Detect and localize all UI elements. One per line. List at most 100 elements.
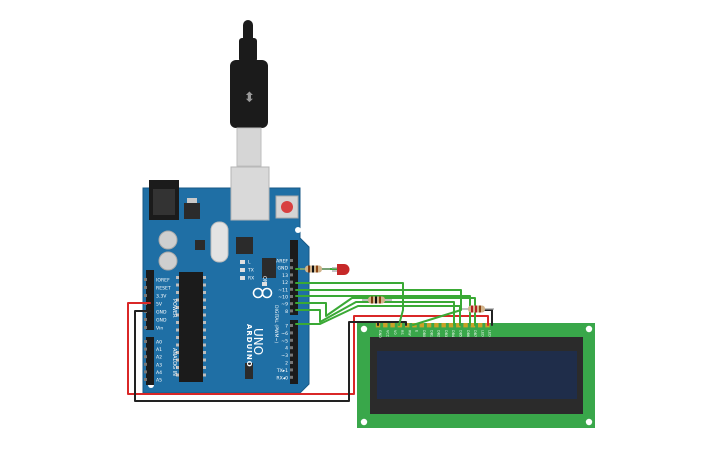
lcd-pin-label: LED xyxy=(488,330,492,337)
usb-cable-boot xyxy=(239,38,257,62)
status-led xyxy=(240,260,245,264)
led-resistor[interactable] xyxy=(300,265,330,273)
digital-pin-label: ~10 xyxy=(278,295,288,301)
digital-pin-label: 7 xyxy=(285,324,288,330)
lcd-screen xyxy=(377,351,577,399)
arduino-board[interactable]: ARDUINO UNO POWER ANALOG IN DIGITAL (PWM… xyxy=(142,166,310,394)
power-pin-label: IOREF xyxy=(156,278,170,284)
analog-pin-header xyxy=(146,337,154,385)
power-jack-shade xyxy=(153,189,175,215)
red-led[interactable] xyxy=(332,264,350,275)
digital-pin-label: AREF xyxy=(276,259,288,265)
board-pin-labels: IOREFRESET3.3V5VGNDGNDVinA0A1A2A3A4A5ARE… xyxy=(144,259,293,384)
lcd-pin[interactable] xyxy=(456,323,461,328)
icsp-header xyxy=(262,258,276,278)
power-pin-label: RESET xyxy=(156,286,171,292)
wire-pin11-e[interactable] xyxy=(295,289,462,326)
power-pin-label: 5V xyxy=(156,302,163,308)
lcd-pin[interactable] xyxy=(470,323,476,328)
digital-pin-label: 13 xyxy=(282,273,288,279)
analog-pin-label: A4 xyxy=(156,370,162,376)
led-label: TX xyxy=(247,268,254,274)
lcd-mount-hole xyxy=(360,418,368,426)
lcd-backlight-resistor[interactable] xyxy=(462,305,494,313)
lcd-pin[interactable] xyxy=(405,323,410,328)
digital-pin-label: 12 xyxy=(282,280,288,286)
status-led xyxy=(240,268,245,272)
lcd-pin[interactable] xyxy=(419,323,424,328)
digital-pin-label: ~11 xyxy=(278,287,288,293)
power-pin-label: 3.3V xyxy=(156,294,167,300)
lcd-pin[interactable] xyxy=(478,323,483,328)
digital-pin-label: ~9 xyxy=(281,302,288,308)
lcd-pin[interactable] xyxy=(463,323,468,328)
lcd-pin-label: RW xyxy=(407,330,411,336)
digital-pin-label: ~5 xyxy=(281,338,288,344)
digital-pin-header-bottom xyxy=(290,320,298,384)
small-chip xyxy=(195,240,205,250)
lcd-pin-label: DB1 xyxy=(429,330,433,337)
power-pin-label: Vin xyxy=(156,326,163,332)
wires xyxy=(127,268,493,402)
arduino-model-label: UNO xyxy=(251,328,265,355)
lcd-pin-label: LED xyxy=(480,330,484,337)
digital-pin-label: RX◂0 xyxy=(276,375,288,381)
digital-pin-label: ~3 xyxy=(281,353,288,359)
lcd-pin[interactable] xyxy=(441,323,446,328)
lcd-mount-hole xyxy=(585,418,593,426)
usb-plug-metal xyxy=(236,127,262,167)
analog-pin-label: A1 xyxy=(156,347,162,353)
lcd-pin-label: DB7 xyxy=(473,330,477,337)
lcd-pin-label: DB4 xyxy=(451,330,455,337)
analog-header-label: ANALOG IN xyxy=(171,348,177,376)
lcd-contrast-resistor[interactable] xyxy=(362,296,392,304)
lcd-pin[interactable] xyxy=(383,323,388,328)
lcd-pin-label: GND xyxy=(378,330,382,338)
voltage-regulator xyxy=(184,203,200,219)
arduino-logo-icon xyxy=(252,287,273,299)
wire-5v[interactable] xyxy=(127,302,489,395)
wire-pin7-db7[interactable] xyxy=(295,305,461,326)
analog-pin-label: A2 xyxy=(156,355,162,361)
lcd-pin[interactable] xyxy=(448,323,454,328)
usb-chip xyxy=(236,237,253,254)
analog-pin-label: A5 xyxy=(156,378,162,384)
capacitor xyxy=(158,251,178,271)
power-pin-header xyxy=(146,270,154,330)
wire-pin10-db4[interactable] xyxy=(295,295,471,326)
lcd-pin-label: V0 xyxy=(393,330,397,334)
power-pin-label: GND xyxy=(156,310,167,316)
lcd-pin-label: DB6 xyxy=(466,330,470,337)
power-pin-label: GND xyxy=(156,318,167,324)
digital-pin-label: GND xyxy=(277,266,288,272)
lcd-mount-hole xyxy=(585,325,593,333)
on-led xyxy=(262,282,267,286)
lcd-pin[interactable] xyxy=(390,323,395,328)
led-label: L xyxy=(248,260,251,266)
atmega-chip xyxy=(179,272,203,382)
lcd-pin-label: DB0 xyxy=(422,330,426,337)
usb-symbol-icon: ⬌ xyxy=(241,91,257,103)
usb-b-port xyxy=(230,166,270,221)
atmega-chip-pins xyxy=(176,276,206,377)
digital-pin-label: ~6 xyxy=(281,331,288,337)
reset-button[interactable] xyxy=(281,201,293,213)
capacitor xyxy=(158,230,178,250)
wire-pin9-db5[interactable] xyxy=(295,297,476,326)
usb-cable[interactable]: ⬌ xyxy=(230,20,268,167)
lcd-pin[interactable] xyxy=(426,323,432,328)
status-led xyxy=(240,276,245,280)
crystal-oscillator xyxy=(210,221,229,263)
lcd-pin-label: E xyxy=(415,330,419,332)
board-mount-hole xyxy=(295,227,301,233)
lcd-pin[interactable] xyxy=(434,323,439,328)
on-led-label: ON xyxy=(261,276,267,284)
arduino-brand-label: ARDUINO xyxy=(245,324,253,368)
digital-header-label: DIGITAL (PWM~) xyxy=(273,305,279,343)
wire-gnd-rw[interactable] xyxy=(377,321,407,326)
analog-pin-label: A0 xyxy=(156,340,162,346)
